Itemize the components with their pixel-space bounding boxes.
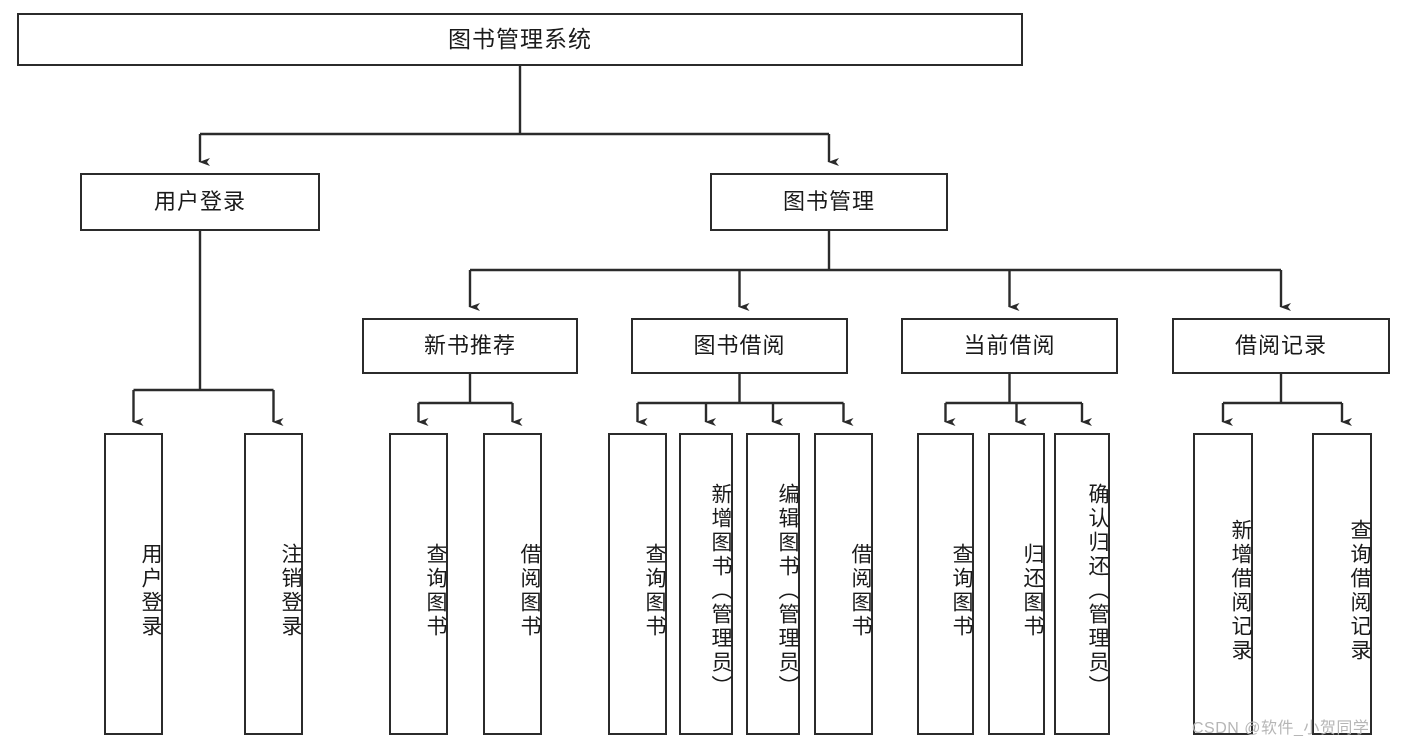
node-book-borrow[interactable]: 图书借阅 [631,318,848,374]
node-label: 查询图书 [950,543,973,639]
node-label: 借阅记录 [1234,332,1327,358]
node-leaf-query-book-1[interactable]: 查询图书 [389,433,448,735]
node-leaf-user-login[interactable]: 用户登录 [104,433,163,735]
node-label: 注销登录 [279,543,302,639]
node-current-borrow[interactable]: 当前借阅 [901,318,1118,374]
node-label: 借阅图书 [518,543,541,639]
node-leaf-add-book[interactable]: 新增图书（管理员） [679,433,733,735]
node-leaf-logout[interactable]: 注销登录 [244,433,303,735]
node-root[interactable]: 图书管理系统 [17,13,1023,66]
watermark: CSDN @软件_小贺同学 [1192,720,1370,737]
node-label: 用户登录 [153,188,246,214]
node-leaf-query-book-2[interactable]: 查询图书 [608,433,667,735]
node-book-manage[interactable]: 图书管理 [710,173,948,231]
node-label: 图书管理 [782,188,875,214]
node-leaf-confirm-return[interactable]: 确认归还（管理员） [1054,433,1110,735]
node-label: 用户登录 [139,543,162,639]
node-label: 查询图书 [424,543,447,639]
node-label: 归还图书 [1021,543,1044,639]
node-label: 新书推荐 [423,332,516,358]
node-label: 借阅图书 [849,543,872,639]
node-leaf-borrow-book-2[interactable]: 借阅图书 [814,433,873,735]
node-user-login[interactable]: 用户登录 [80,173,320,231]
node-borrow-record[interactable]: 借阅记录 [1172,318,1390,374]
node-new-book-recommend[interactable]: 新书推荐 [362,318,578,374]
node-label: 图书借阅 [693,332,786,358]
node-leaf-query-record[interactable]: 查询借阅记录 [1312,433,1372,735]
node-label: 新增图书（管理员） [709,483,732,699]
node-label: 当前借阅 [963,332,1056,358]
node-label: 查询图书 [643,543,666,639]
node-label: 确认归还（管理员） [1086,483,1109,699]
node-leaf-return-book[interactable]: 归还图书 [988,433,1045,735]
node-leaf-borrow-book-1[interactable]: 借阅图书 [483,433,542,735]
node-label: 查询借阅记录 [1348,519,1371,663]
node-leaf-query-book-3[interactable]: 查询图书 [917,433,974,735]
node-leaf-edit-book[interactable]: 编辑图书（管理员） [746,433,800,735]
node-label: 新增借阅记录 [1229,519,1252,663]
node-leaf-add-record[interactable]: 新增借阅记录 [1193,433,1253,735]
node-label: 编辑图书（管理员） [776,483,799,699]
